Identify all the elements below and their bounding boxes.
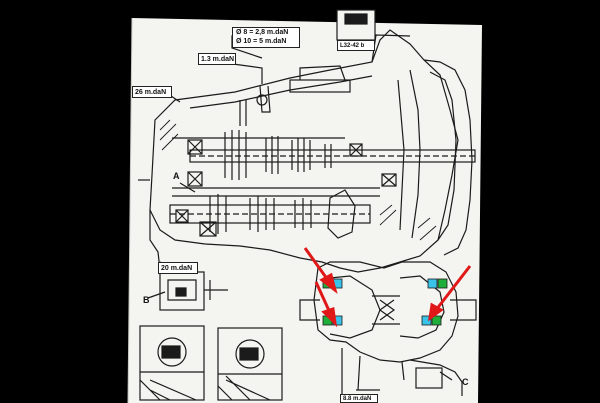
red-arrow-annotations [303,247,472,328]
paper-sheet [127,17,482,403]
torque-label-pinion: 8.8 m.daN [340,394,378,403]
torque-label-top-line-1: Ø 8 = 2,8 m.daN [236,29,289,36]
reference-label: L32-42 b [337,40,375,51]
callout-c: C [462,377,469,387]
torque-label-top-line-2: Ø 10 = 5 m.daN [236,38,287,45]
torque-label-top-box: Ø 8 = 2,8 m.daN Ø 10 = 5 m.daN [232,27,300,48]
arrow-right [434,265,472,311]
gearbox-line-art [138,9,477,401]
arrow-left-upper-head [319,272,338,294]
torque-label-left: 26 m.daN [132,86,172,98]
callout-b: B [143,295,150,305]
arrow-right-head [427,302,444,322]
callout-a: A [173,171,180,181]
torque-label-lower-left-text: 20 m.daN [161,265,193,272]
reference-label-text: L32-42 b [340,43,365,49]
torque-label-screw: 1.3 m.daN [198,53,236,65]
torque-label-screw-text: 1.3 m.daN [201,56,235,63]
arrow-left-lower-head [321,307,338,328]
torque-label-pinion-text: 8.8 m.daN [343,396,372,402]
torque-label-left-text: 26 m.daN [135,89,167,96]
torque-label-lower-left: 20 m.daN [158,262,198,274]
